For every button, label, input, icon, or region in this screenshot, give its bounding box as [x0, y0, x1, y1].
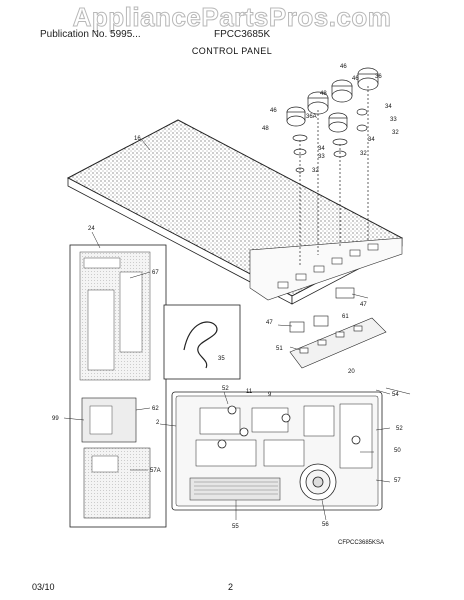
publication-label: Publication No. 5995...: [40, 29, 141, 40]
callout-51: 51: [276, 346, 283, 352]
callout-36: 36: [375, 74, 382, 80]
callout-34: 34: [318, 146, 325, 152]
section-title: CONTROL PANEL: [191, 46, 273, 56]
callout-11: 11: [246, 389, 253, 395]
callout-9: 9: [268, 392, 272, 398]
callout-48: 48: [262, 126, 269, 132]
footer-date: 03/10: [32, 582, 55, 592]
callout-55: 55: [232, 524, 239, 530]
callout-20: 20: [348, 369, 355, 375]
callout-46: 46: [270, 108, 277, 114]
callout-99: 99: [52, 416, 59, 422]
callout-46: 46: [340, 64, 347, 70]
wire-clip-detail: [163, 304, 241, 380]
callout-67: 67: [152, 270, 159, 276]
callout-50: 50: [394, 448, 401, 454]
image-code: CFPCC3685KSA: [338, 540, 384, 546]
watermark: AppliancePartsPros.com: [72, 2, 392, 33]
callout-34: 34: [385, 104, 392, 110]
callout-36a: 36A: [306, 114, 317, 120]
callout-33: 33: [390, 117, 397, 123]
callout-47: 47: [360, 302, 367, 308]
model-number: FPCC3685K: [214, 29, 271, 40]
callout-56: 56: [322, 522, 329, 528]
callout-24: 24: [88, 226, 95, 232]
callout-61: 61: [342, 314, 349, 320]
callout-34: 34: [368, 137, 375, 143]
switch-assembly: [289, 287, 411, 395]
callout-labels: 16 46 46 36 46 48 36A 48 34 33 32 34 34 …: [52, 64, 403, 546]
callout-35: 35: [218, 356, 225, 362]
callout-46: 46: [352, 76, 359, 82]
glass-cooktop-panel: [66, 119, 404, 305]
electronic-housing: [69, 244, 167, 528]
callout-47: 47: [266, 320, 273, 326]
callout-62: 62: [152, 406, 159, 412]
callout-52: 52: [222, 386, 229, 392]
callout-54: 54: [392, 392, 399, 398]
callout-33: 33: [318, 154, 325, 160]
callout-32: 32: [360, 151, 367, 157]
leader-lines: [63, 139, 391, 521]
callout-57: 57: [394, 478, 401, 484]
footer-page-number: 2: [228, 582, 234, 592]
callout-52: 52: [396, 426, 403, 432]
callout-32: 32: [392, 130, 399, 136]
burner-box-chassis: [171, 391, 383, 511]
callout-32: 32: [312, 168, 319, 174]
callout-16: 16: [134, 136, 141, 142]
knob-assembly: [286, 67, 379, 265]
callout-48: 48: [320, 91, 327, 97]
callout-2: 2: [156, 420, 160, 426]
callout-57a: 57A: [150, 468, 161, 474]
